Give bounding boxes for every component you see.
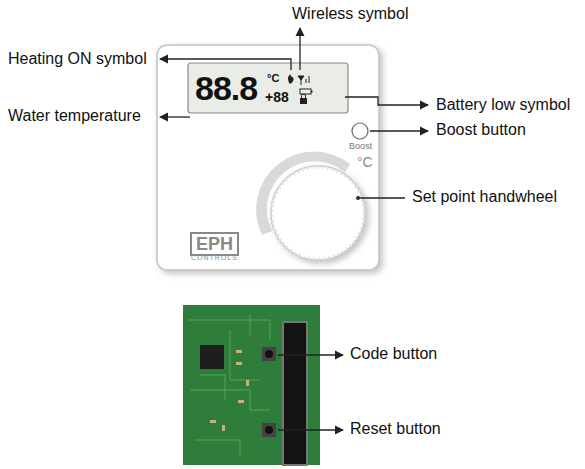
callout-label: Heating ON symbol <box>8 50 147 68</box>
reset-button <box>262 423 276 437</box>
callout-label: Battery low symbol <box>436 96 570 114</box>
lcd-digits: 88.8 <box>195 69 257 108</box>
boost-button <box>352 123 368 139</box>
brand-subtitle: CONTROLS <box>191 254 238 262</box>
code-button <box>262 347 276 361</box>
heating-symbol <box>288 74 294 84</box>
set-point-handwheel <box>271 166 365 260</box>
lcd-display <box>188 63 348 113</box>
battery-holder <box>283 322 307 465</box>
callout-label: Water temperature <box>8 107 141 125</box>
callout-label: Set point handwheel <box>412 188 557 206</box>
callout-label: Code button <box>350 345 437 363</box>
button-caption: Boost <box>349 141 372 151</box>
wireless-symbol <box>298 76 309 85</box>
lcd-unit: °C <box>267 72 279 85</box>
microchip <box>200 345 224 369</box>
leader-lines <box>160 28 428 430</box>
lcd-small-digits: +88 <box>265 89 289 105</box>
lock-symbol <box>300 98 307 104</box>
callout-label: Wireless symbol <box>292 5 408 23</box>
pcb-photo <box>183 305 320 465</box>
dial-unit: °C <box>357 154 373 170</box>
thermostat-housing <box>157 45 379 270</box>
dial-knurl <box>272 167 364 259</box>
callout-label: Reset button <box>350 420 441 438</box>
callout-label: Boost button <box>436 121 526 139</box>
brand-logo: EPH <box>190 232 239 256</box>
battery-symbol <box>300 89 311 94</box>
